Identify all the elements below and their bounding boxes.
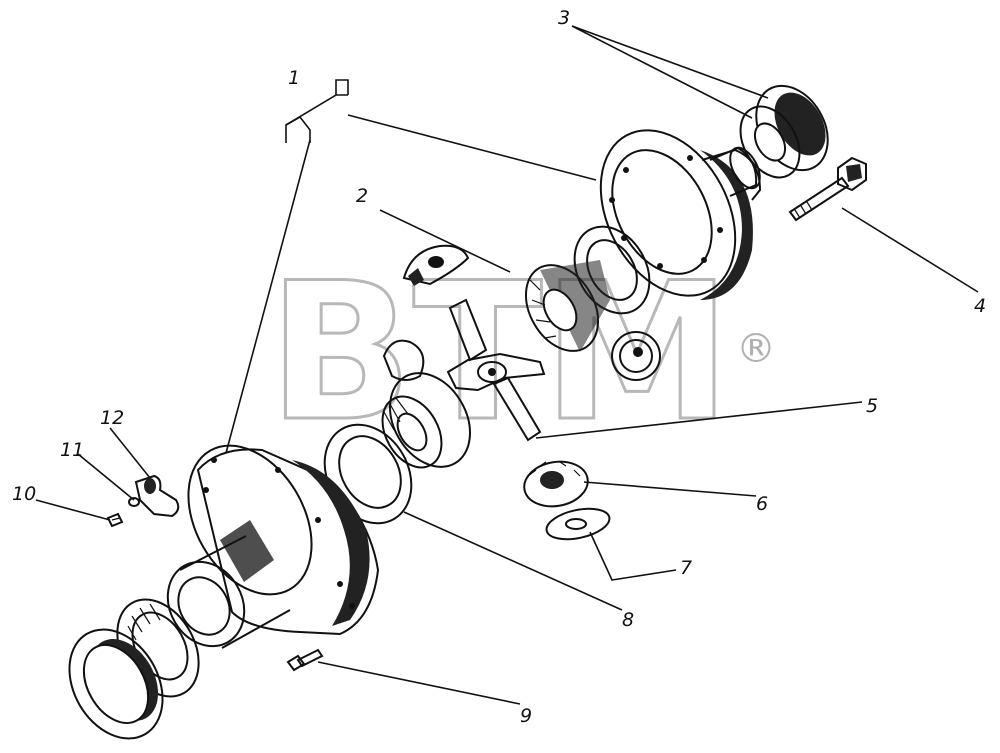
callout-9: 9 xyxy=(520,705,532,727)
part-2-side-gear xyxy=(524,225,651,352)
callout-1: 1 xyxy=(288,67,300,89)
callout-3: 3 xyxy=(558,7,570,29)
part-4-bolt xyxy=(788,156,867,222)
leader-9 xyxy=(317,661,521,705)
part-9-bolt xyxy=(286,648,324,672)
callout-10: 10 xyxy=(12,483,36,505)
pinion-gear-top xyxy=(402,244,470,286)
callout-7: 7 xyxy=(680,557,692,579)
leader-7 xyxy=(589,531,677,581)
part-11-washer xyxy=(128,497,140,507)
leader-3b xyxy=(571,25,753,119)
leader-12 xyxy=(109,427,151,479)
bearing-race-lower xyxy=(68,628,164,740)
watermark-registered-mark: ® xyxy=(736,326,776,372)
callout-8: 8 xyxy=(622,609,634,631)
part-6-bevel-gear xyxy=(523,460,589,508)
housing-lower xyxy=(166,444,380,649)
callout-12: 12 xyxy=(100,407,124,429)
watermark-text: BTM xyxy=(268,242,732,463)
callout-2: 2 xyxy=(356,185,368,207)
leader-11 xyxy=(77,453,135,501)
leader-2 xyxy=(379,209,511,273)
callout-5: 5 xyxy=(866,395,878,417)
callout-11: 11 xyxy=(60,439,84,461)
leader-10 xyxy=(35,499,111,521)
pinion-gear-left xyxy=(381,339,471,469)
part-3-bearing xyxy=(739,84,829,179)
callout-4: 4 xyxy=(974,295,986,317)
callout-6: 6 xyxy=(756,493,768,515)
pinion-gear-right xyxy=(611,331,661,381)
leader-3a xyxy=(571,25,769,99)
part-10-screw xyxy=(106,512,124,528)
part-12-lock-plate xyxy=(134,474,180,518)
part-1-bracket xyxy=(225,79,597,454)
part-5-spider xyxy=(446,298,546,442)
leader-8 xyxy=(403,511,623,611)
leader-4 xyxy=(841,207,979,293)
part-7-flat-washer xyxy=(545,507,611,541)
leader-5 xyxy=(535,401,863,439)
leader-lines xyxy=(35,25,979,705)
leader-6 xyxy=(583,481,757,497)
callout-labels: 1 2 3 4 5 6 7 8 9 10 11 12 xyxy=(12,7,986,727)
